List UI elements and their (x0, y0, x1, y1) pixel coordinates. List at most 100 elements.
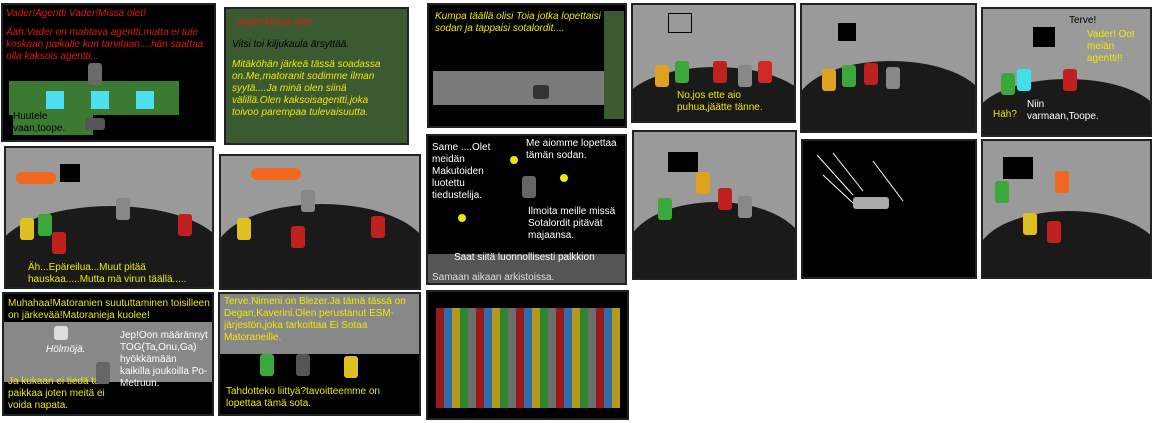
speech-terve: Terve! (1069, 15, 1097, 26)
dark-window (668, 13, 692, 33)
matoran-green-7 (38, 214, 52, 236)
dark-window-7 (60, 164, 80, 182)
window-middle (91, 91, 109, 109)
window-left (46, 91, 64, 109)
matoran-cyan (1017, 69, 1031, 91)
speech-niin-varmaan: Niin varmaan,Toope. (1027, 99, 1099, 122)
black-hill-8 (221, 204, 419, 288)
torch-2 (560, 174, 568, 182)
torch-3 (458, 214, 466, 222)
sotalord-figure (54, 326, 68, 340)
matoran-figure-grey (88, 63, 102, 85)
matoran-grey (738, 65, 752, 87)
matoran-orange-10 (696, 172, 710, 194)
matoran-green (675, 61, 689, 83)
speech-epareilua: Äh...Epäreilua...Muut pitää hauskaa.....… (28, 262, 187, 285)
speech-kumpa: Kumpa täällä olisi Toia jotka lopettaisi… (435, 11, 601, 34)
speech-vader-agentti: Vader! Oot meiän agentti!! (1087, 29, 1135, 64)
green-wall (224, 7, 409, 145)
sotalord-figure-2 (96, 362, 110, 384)
speech-vader-kaksoisagentti: Ääh.Vader on mahtava agentti,mutta ei tu… (6, 27, 204, 62)
comic-panel-3: Kumpa täällä olisi Toia jotka lopettaisi… (427, 3, 627, 128)
speech-muhahaa: Muhahaa!Matoranien suututtaminen toisill… (8, 298, 210, 321)
matoran-green-6 (1001, 73, 1015, 95)
matoran-grey-8 (301, 190, 315, 212)
comic-panel-9: Same ....Olet meidän Makutoiden luotettu… (426, 134, 627, 285)
matoran-green-10 (658, 198, 672, 220)
motion-lines (816, 152, 904, 204)
comic-panel-4: No,jos ette aio puhua,jäätte tänne. (631, 3, 796, 123)
comic-panel-2: Vader!Missä olet! Vitsi toi kiljukaula ä… (220, 3, 420, 148)
caption-samaan-aikaan: Samaan aikaan arkistoissa. (432, 272, 555, 283)
comic-panel-10 (632, 130, 797, 280)
comic-panel-14: Terve.Nimeni on Blezer.Ja tämä tässä on … (218, 292, 421, 416)
speech-ilmoita: Ilmoita meille missä Sotalordit pitävät … (528, 206, 616, 241)
dark-window-10 (668, 152, 698, 172)
degan-figure (296, 354, 310, 376)
speech-vader-title-2: Vader!Missä olet! (236, 17, 313, 28)
dark-window-12 (1003, 157, 1033, 179)
caption-huutele: Huutele vaan,toope. (13, 111, 93, 135)
speech-tahdotteko: Tahdotteko liittyä?tavoitteemme on lopet… (226, 386, 380, 409)
fireball-8 (251, 168, 301, 180)
grey-floor-9 (428, 254, 625, 283)
matoran-red-7 (52, 232, 66, 254)
matoran-red-10 (718, 188, 732, 210)
comic-panel-1: Vader!Agentti Vader!Missä olet! Ääh.Vade… (1, 3, 216, 142)
comic-panel-8 (219, 154, 421, 290)
speech-mitakohan: Mitäköhän järkeä tässä soadassa on.Me,ma… (232, 59, 381, 118)
matoran-red (713, 61, 727, 83)
matoran-red-2 (758, 61, 772, 83)
dark-window-6 (1033, 27, 1055, 47)
matoran-orange (655, 65, 669, 87)
speech-same: Same ....Olet meidän Makutoiden luotettu… (432, 142, 491, 201)
torch-1 (510, 156, 518, 164)
window-right (136, 91, 154, 109)
matoran-red-8b (371, 216, 385, 238)
black-hill-10 (634, 202, 795, 278)
vader-figure (533, 85, 549, 99)
matoran-green-5 (842, 65, 856, 87)
matoran-red-5 (864, 63, 878, 85)
matoran-grey-5 (886, 67, 900, 89)
grey-floor (433, 71, 608, 105)
matoran-yellow-8 (237, 218, 251, 240)
green-door (604, 11, 624, 119)
matoran-orange-5 (822, 69, 836, 91)
matoran-red-8 (291, 226, 305, 248)
speech-jep: Jep!Oon määrännyt TOG(Ta,Onu,Ga) hyökkäm… (120, 330, 208, 389)
matoran-orange-12 (1055, 171, 1069, 193)
comic-panel-7: Äh...Epäreilua...Muut pitää hauskaa.....… (4, 146, 214, 289)
matoran-yellow-12 (1023, 213, 1037, 235)
comic-panel-13: Muhahaa!Matoranien suututtaminen toisill… (2, 292, 214, 416)
speech-terve-blezer: Terve.Nimeni on Blezer.Ja tämä tässä on … (224, 296, 406, 343)
comic-panel-6: Terve! Vader! Oot meiän agentti!! Häh? N… (981, 7, 1152, 137)
speech-vader-missa: Vader!Agentti Vader!Missä olet! (6, 8, 146, 19)
dark-window-5 (838, 23, 856, 41)
comic-panel-12 (981, 139, 1152, 279)
matoran-red-6 (1063, 69, 1077, 91)
matoran-army (436, 308, 620, 408)
matoran-red-12 (1047, 221, 1061, 243)
fireball (16, 172, 56, 184)
speech-holmoja: Hölmöjä. (46, 344, 86, 355)
comic-panel-15 (426, 290, 629, 420)
matoran-yellow-14 (344, 356, 358, 378)
makuta-figure (522, 176, 536, 198)
blezer-figure (260, 354, 274, 376)
speech-aiomme: Me aiomme lopettaa tämän sodan. (526, 138, 617, 161)
matoran-figure-dark (85, 118, 105, 130)
speech-palkkio: Saat siitä luonnollisesti palkkion (454, 252, 595, 263)
matoran-grey-7 (116, 198, 130, 220)
comic-panel-5 (800, 3, 977, 133)
matoran-grey-10 (738, 196, 752, 218)
matoran-yellow (20, 218, 34, 240)
matoran-red-7b (178, 214, 192, 236)
grey-room-14 (220, 294, 419, 354)
speech-kiljukaula: Vitsi toi kiljukaula ärsyttää. (232, 39, 350, 50)
speech-hah: Häh? (993, 109, 1017, 120)
flying-vader (853, 197, 889, 209)
matoran-green-12 (995, 181, 1009, 203)
black-hill-12 (983, 211, 1150, 277)
speech-no-jos: No,jos ette aio puhua,jäätte tänne. (677, 90, 763, 113)
